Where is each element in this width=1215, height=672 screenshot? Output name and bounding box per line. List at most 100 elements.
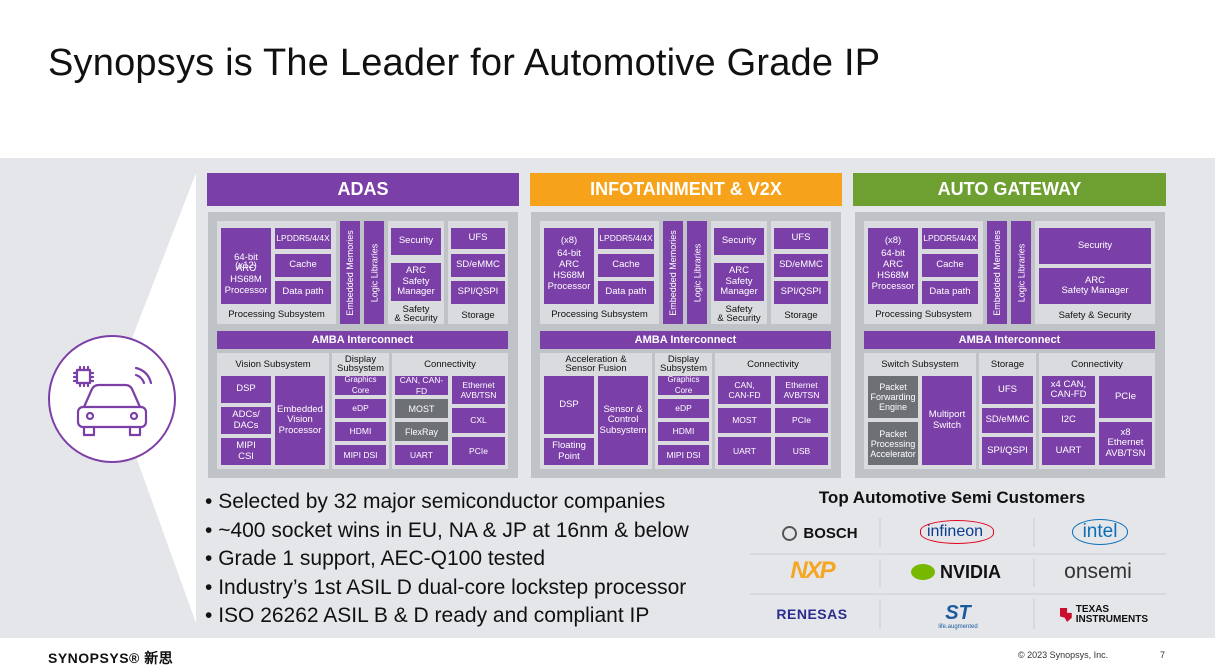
bosch-logo: BOSCH xyxy=(760,520,880,546)
sdemmc-box: SD/eMMC xyxy=(982,408,1033,433)
ufs-box: UFS xyxy=(774,228,828,249)
uart-box: UART xyxy=(718,437,771,465)
gateway-header: AUTO GATEWAY xyxy=(853,173,1166,206)
lpddr-box: LPDDR5/4/4X xyxy=(922,228,978,249)
count-label: (x8) xyxy=(884,235,902,246)
bullet-item: ISO 26262 ASIL B & D ready and compliant… xyxy=(205,602,689,631)
connectivity-label: Connectivity xyxy=(424,359,476,370)
bullet-item: Industry’s 1st ASIL D dual-core lockstep… xyxy=(205,574,689,603)
datapath-box: Data path xyxy=(598,281,654,304)
dsp-box: DSP xyxy=(544,376,594,434)
sdemmc-box: SD/eMMC xyxy=(774,254,828,277)
renesas-logo: RENESAS xyxy=(776,606,848,622)
dsp-box: DSP xyxy=(221,376,271,403)
ppa-box: Packet Processing Accelerator xyxy=(868,422,918,465)
hdmi-box: HDMI xyxy=(658,422,709,441)
car-icon-circle xyxy=(48,335,176,463)
adas-header: ADAS xyxy=(207,173,519,206)
logic-libraries: Logic Libraries xyxy=(1011,221,1031,324)
ethernet-box: Ethernet AVB/TSN xyxy=(452,376,505,404)
processor-box: (x8) xyxy=(868,228,918,304)
embedded-memories: Embedded Memories xyxy=(987,221,1007,324)
display-label: Display Subsystem xyxy=(337,354,384,374)
page-number: 7 xyxy=(1160,650,1166,660)
core-label: 64-bit ARC HS68M Processor xyxy=(871,248,915,292)
floating-point-box: Floating Point xyxy=(544,438,594,465)
amba-interconnect: AMBA Interconnect xyxy=(864,331,1155,349)
processor-box: (x8) xyxy=(544,228,594,304)
safety-sec-label: Safety & Security xyxy=(1058,310,1132,321)
cache-box: Cache xyxy=(922,254,978,277)
multiport-switch-box: Multiport Switch xyxy=(922,376,972,465)
st-logo: ST life.augmented xyxy=(938,602,978,630)
copyright: © 2023 Synopsys, Inc. xyxy=(1018,650,1109,660)
connectivity-label: Connectivity xyxy=(747,359,799,370)
mipi-dsi-box: MIPI DSI xyxy=(658,445,709,465)
nxp-logo: NXP xyxy=(790,557,835,584)
amba-interconnect: AMBA Interconnect xyxy=(217,331,508,349)
ti-state-icon xyxy=(1060,608,1072,622)
proc-sub-label: Processing Subsystem xyxy=(551,309,648,320)
evp-box: Embedded Vision Processor xyxy=(275,376,325,465)
adas-panel: (x12) 64-bit ARC HS68M Processor LPDDR5/… xyxy=(208,212,518,478)
nvidia-logo: NVIDIA xyxy=(900,558,1012,586)
flexray-box: FlexRay xyxy=(395,422,448,441)
most-box: MOST xyxy=(395,399,448,418)
switch-label: Switch Subsystem xyxy=(881,359,959,370)
mipi-csi-box: MIPI CSI xyxy=(221,438,271,465)
ufs-box: UFS xyxy=(451,228,505,249)
core-label: 64-bit ARC HS68M Processor xyxy=(224,252,268,296)
pcie-box: PCIe xyxy=(775,408,828,433)
intel-logo: intel xyxy=(1045,517,1155,547)
processor-box: (x12) xyxy=(221,228,271,304)
spi-box: SPI/QSPI xyxy=(451,281,505,304)
lpddr-box: LPDDR5/4/4X xyxy=(598,228,654,249)
storage-label: Storage xyxy=(784,310,818,321)
accel-label: Acceleration & Sensor Fusion xyxy=(565,354,627,374)
spi-box: SPI/QSPI xyxy=(774,281,828,304)
gfx-box: Graphics Core xyxy=(335,375,386,395)
pcie-box: PCIe xyxy=(1099,376,1152,418)
gfx-box: Graphics Core xyxy=(658,375,709,395)
datapath-box: Data path xyxy=(922,281,978,304)
can-box: CAN, CAN-FD xyxy=(395,375,448,396)
count-label: (x12) xyxy=(235,259,257,271)
pcie-box: PCIe xyxy=(452,437,505,465)
nvidia-eye-icon xyxy=(910,564,935,580)
sensor-control-box: Sensor & Control Subsystem xyxy=(598,376,648,465)
security-box: Security xyxy=(714,228,764,255)
embedded-memories: Embedded Memories xyxy=(340,221,360,324)
i2c-box: I2C xyxy=(1042,408,1095,433)
customer-grid-lines xyxy=(750,518,1166,629)
security-box: Security xyxy=(1039,228,1151,264)
storage-label: Storage xyxy=(990,359,1025,370)
security-box: Security xyxy=(391,228,441,255)
amba-interconnect: AMBA Interconnect xyxy=(540,331,831,349)
proc-sub-label: Processing Subsystem xyxy=(875,309,972,320)
connected-car-icon xyxy=(72,365,153,437)
synopsys-footer-logo: SYNOPSYS® 新思 xyxy=(48,650,174,666)
safety-sec-label: Safety & Security xyxy=(717,304,761,324)
customers-title: Top Automotive Semi Customers xyxy=(818,488,1086,507)
texas-instruments-logo: TEXAS INSTRUMENTS xyxy=(1060,600,1148,630)
lpddr-box: LPDDR5/4/4X xyxy=(275,228,331,249)
usb-box: USB xyxy=(775,437,828,465)
logic-libraries: Logic Libraries xyxy=(687,221,707,324)
uart-box: UART xyxy=(395,445,448,465)
edp-box: eDP xyxy=(335,399,386,418)
pfe-box: Packet Forwarding Engine xyxy=(868,376,918,418)
ethernet-box: x8 Ethernet AVB/TSN xyxy=(1099,422,1152,465)
gateway-panel: (x8) 64-bit ARC HS68M Processor LPDDR5/4… xyxy=(855,212,1165,478)
sdemmc-box: SD/eMMC xyxy=(451,254,505,277)
datapath-box: Data path xyxy=(275,281,331,304)
count-label: (x8) xyxy=(560,235,578,246)
display-label: Display Subsystem xyxy=(660,354,707,374)
arc-safety-box: ARC Safety Manager xyxy=(714,263,764,301)
bullet-item: Grade 1 support, AEC-Q100 tested xyxy=(205,545,689,574)
can-box: x4 CAN, CAN-FD xyxy=(1042,376,1095,404)
bullet-item: ~400 socket wins in EU, NA & JP at 16nm … xyxy=(205,517,689,546)
arc-safety-box: ARC Safety Manager xyxy=(1039,268,1151,304)
can-box: CAN, CAN-FD xyxy=(718,376,771,404)
feature-bullets: Selected by 32 major semiconductor compa… xyxy=(205,488,689,631)
ethernet-box: Ethernet AVB/TSN xyxy=(775,376,828,404)
